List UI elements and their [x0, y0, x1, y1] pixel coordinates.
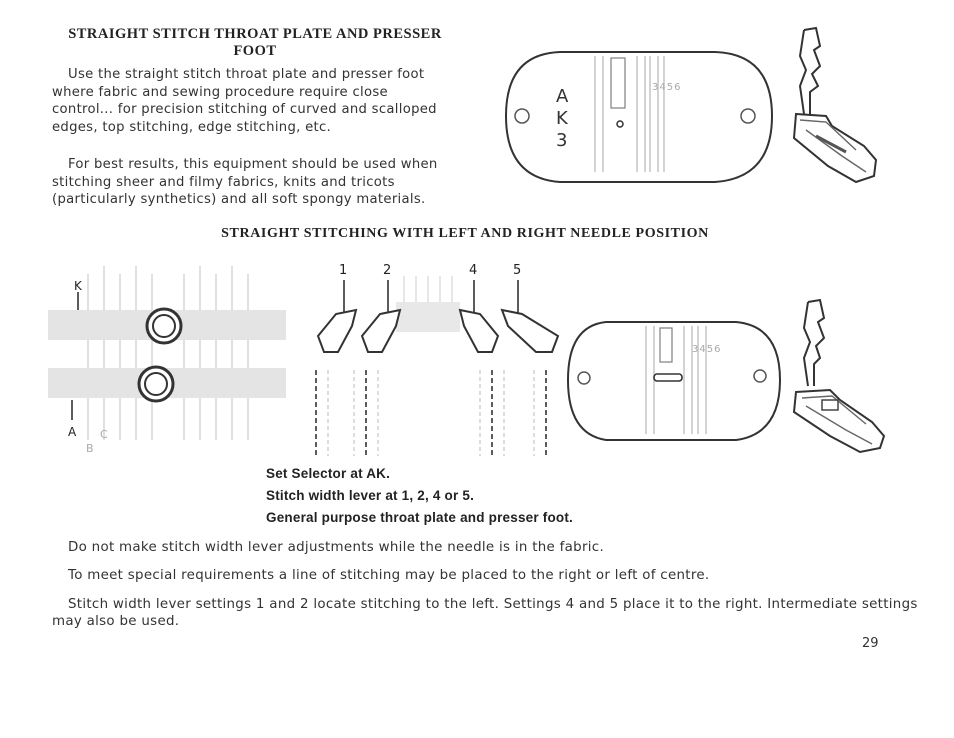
- stitch-selector-illustration: K A B C: [48, 266, 286, 455]
- section1-paragraph-1: Use the straight stitch throat plate and…: [52, 67, 437, 135]
- body-paragraph-1: Do not make stitch width lever adjustmen…: [68, 540, 605, 555]
- needle-position-5: 5: [513, 263, 521, 278]
- needle-position-illustration: 1 2 4 5: [315, 263, 560, 456]
- section1-paragraph-2: For best results, this equipment should …: [52, 157, 438, 207]
- selector-label-a: A: [68, 425, 77, 439]
- needle-position-2: 2: [383, 263, 391, 278]
- plate-letter-a: A: [556, 86, 569, 107]
- instruction-stitch-width: Stitch width lever at 1, 2, 4 or 5.: [266, 488, 475, 503]
- needle-position-4: 4: [469, 263, 477, 278]
- instruction-throat-plate: General purpose throat plate and presser…: [266, 510, 574, 525]
- straight-stitch-presser-foot-illustration: [792, 26, 878, 184]
- body-paragraph-2: To meet special requirements a line of s…: [68, 568, 710, 583]
- plate2-part-number: 3456: [692, 344, 721, 355]
- plate-part-number: 3456: [652, 82, 681, 93]
- general-purpose-throat-plate-illustration: 3456: [566, 321, 782, 441]
- general-purpose-presser-foot-illustration: [792, 298, 886, 454]
- instruction-selector: Set Selector at AK.: [266, 466, 391, 481]
- section1-title: STRAIGHT STITCH THROAT PLATE AND PRESSER…: [68, 26, 442, 59]
- needle-position-1: 1: [339, 263, 347, 278]
- body-paragraph-3: Stitch width lever settings 1 and 2 loca…: [52, 597, 918, 629]
- plate-letter-k: K: [556, 108, 569, 129]
- page-number: 29: [862, 636, 879, 651]
- section2-title: STRAIGHT STITCHING WITH LEFT AND RIGHT N…: [221, 226, 709, 241]
- selector-label-k: K: [74, 279, 83, 293]
- plate-number-3: 3: [556, 130, 567, 151]
- selector-label-b: B: [86, 442, 94, 455]
- selector-label-c: C: [100, 428, 108, 441]
- straight-stitch-throat-plate-illustration: A K 3 3456: [504, 51, 774, 183]
